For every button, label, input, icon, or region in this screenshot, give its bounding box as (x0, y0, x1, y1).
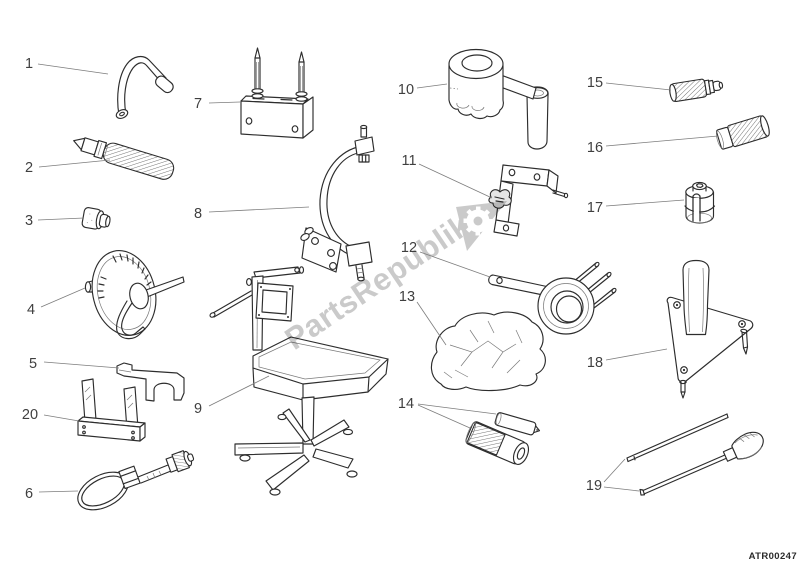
leader-line-2 (38, 159, 111, 168)
part-11-clamp-bracket (488, 164, 569, 237)
part-18-plate-handle-tool (666, 259, 754, 399)
leader-line-19 (603, 486, 640, 492)
part-number-6: 6 (25, 486, 33, 502)
leader-line-9 (208, 375, 270, 407)
leader-line-12 (419, 251, 491, 278)
degree-ticks (97, 253, 153, 299)
watermark-flag-gear-icon (456, 201, 507, 251)
part-number-15: 15 (587, 75, 603, 91)
part-number-8: 8 (194, 206, 202, 222)
part-number-17: 17 (587, 200, 603, 216)
part-9-workshop-stand (209, 266, 389, 496)
leader-line-8 (208, 206, 310, 213)
part-number-3: 3 (25, 213, 33, 229)
part-10-socket-handle (448, 48, 549, 150)
part-8-curved-arm (300, 124, 375, 282)
leader-line-19 (603, 458, 626, 483)
leader-line-18 (605, 348, 668, 361)
part-6-strap-wrench (77, 450, 195, 511)
part-14-drift-punches (465, 412, 541, 466)
part-number-4: 4 (27, 302, 35, 318)
leader-line-15 (605, 82, 672, 91)
leader-line-13 (416, 301, 447, 346)
leader-line-4 (40, 287, 86, 308)
part-number-2: 2 (25, 160, 33, 176)
leader-line-17 (605, 199, 685, 207)
part-7-stud-plate (240, 47, 314, 139)
part-number-1: 1 (25, 56, 33, 72)
part-number-7: 7 (194, 96, 202, 112)
leader-line-6 (38, 490, 79, 493)
drawing-code: ATR00247 (749, 551, 797, 562)
part-12-holding-wrench (488, 261, 617, 335)
leader-line-14 (417, 403, 497, 415)
part-20-fork-bracket (77, 378, 146, 442)
part-number-20: 20 (22, 407, 38, 423)
part-number-10: 10 (398, 82, 414, 98)
part-19-rods-screwdriver (626, 413, 764, 496)
part-3-bushing-adapter (81, 207, 111, 230)
leader-line-5 (43, 361, 120, 369)
leader-line-14 (417, 404, 471, 429)
part-2-punch-drift (73, 137, 175, 180)
gear-icon (463, 206, 493, 236)
part-number-14: 14 (398, 396, 414, 412)
part-17-slotted-sleeve (684, 181, 716, 224)
leader-line-11 (418, 163, 493, 199)
leader-line-1 (37, 63, 109, 75)
part-number-12: 12 (401, 240, 417, 256)
leader-line-10 (416, 83, 448, 89)
part-1-hook-tool (115, 55, 174, 119)
leader-line-3 (37, 217, 85, 221)
part-16-knurled-plug-large (715, 115, 770, 150)
part-number-9: 9 (194, 401, 202, 417)
part-number-19: 19 (586, 478, 602, 494)
part-13-protective-cover (430, 311, 546, 392)
leader-line-20 (43, 414, 80, 422)
part-number-11: 11 (401, 153, 416, 169)
leader-line-7 (208, 101, 241, 104)
part-number-16: 16 (587, 140, 603, 156)
part-5-locking-plate (116, 362, 185, 402)
part-number-18: 18 (587, 355, 603, 371)
part-4-degree-wheel (84, 250, 185, 340)
part-number-5: 5 (29, 356, 37, 372)
part-15-knurled-plug-small (669, 78, 724, 103)
part-number-13: 13 (399, 289, 415, 305)
leader-line-16 (605, 135, 719, 147)
cover-creases (443, 320, 523, 379)
